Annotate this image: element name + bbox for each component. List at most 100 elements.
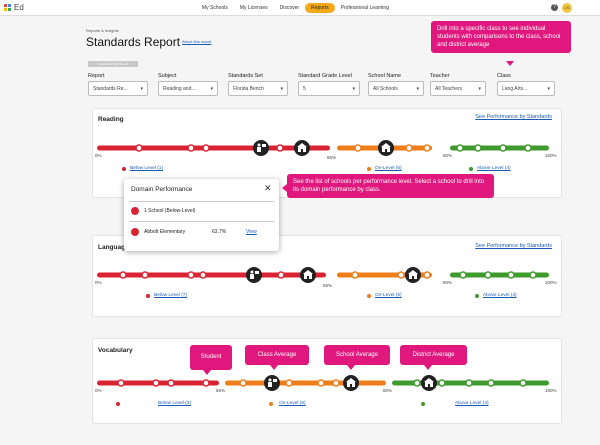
about-report-link[interactable]: About this report xyxy=(182,39,212,44)
student-marker xyxy=(239,379,247,387)
track-segment xyxy=(97,145,330,151)
select-value: Standards Re... xyxy=(93,85,128,92)
see-performance-link[interactable]: See Performance by Standards xyxy=(475,114,552,120)
chevron-down-icon: ▾ xyxy=(416,85,419,92)
teacher-select[interactable]: All Teachers▾ xyxy=(430,81,486,96)
nav-my-licenses[interactable]: My Licenses xyxy=(239,5,268,11)
main-nav: My Schools My Licenses Discover Reports … xyxy=(196,3,395,13)
customize-report-button[interactable]: Customize This Report xyxy=(88,61,138,67)
popup-divider xyxy=(129,201,274,202)
grade-level-select[interactable]: 5▾ xyxy=(298,81,360,96)
below-level-dot-icon xyxy=(131,207,139,215)
above-dot-icon xyxy=(469,166,473,171)
legend-on-level[interactable]: On-Level (5) xyxy=(269,401,306,406)
nav-professional-learning[interactable]: Professional Learning xyxy=(340,5,389,11)
student-marker xyxy=(423,144,431,152)
close-icon[interactable]: ✕ xyxy=(264,183,272,193)
report-select[interactable]: Standards Re...▾ xyxy=(88,81,148,96)
callout-arrow xyxy=(424,365,432,370)
callout-school-average: School Average xyxy=(324,345,390,365)
student-marker xyxy=(413,379,421,387)
help-icon[interactable]: ? xyxy=(551,4,558,11)
select-value: Reading and... xyxy=(163,85,196,92)
student-marker xyxy=(117,379,125,387)
popup-title: Domain Performance xyxy=(131,186,193,193)
see-performance-link[interactable]: See Performance by Standards xyxy=(475,243,552,249)
tick-start: 0% xyxy=(95,153,102,158)
legend-on-level[interactable]: On-Level (5) xyxy=(367,166,402,171)
legend-below-level[interactable]: Below Level (3) xyxy=(116,401,191,406)
class-average-icon xyxy=(253,140,269,156)
student-marker xyxy=(354,144,362,152)
school-average-icon xyxy=(343,375,359,391)
popup-summary-row: 1 School (Below-Level) xyxy=(131,207,195,215)
student-marker xyxy=(524,144,532,152)
select-value: Florida Bench xyxy=(233,85,264,92)
student-marker xyxy=(397,271,405,279)
student-marker xyxy=(351,271,359,279)
select-value: Lang Arts... xyxy=(502,85,528,92)
legend-below-level[interactable]: Below Level (1) xyxy=(122,166,163,171)
legend-label: Below Level (1) xyxy=(130,166,164,171)
student-marker xyxy=(167,379,175,387)
legend-below-level[interactable]: Below Level (7) xyxy=(146,293,187,298)
avatar[interactable]: LS xyxy=(562,3,572,13)
legend-label: On-Level (5) xyxy=(375,293,402,298)
school-average-icon xyxy=(378,140,394,156)
view-link[interactable]: View xyxy=(246,229,257,235)
filter-label: School Name xyxy=(368,73,402,79)
filter-label: Teacher xyxy=(430,73,450,79)
tick-below-on: 65% xyxy=(327,155,337,160)
filter-class: Class Lang Arts...▾ xyxy=(497,73,555,96)
student-marker xyxy=(187,144,195,152)
callout-student: Student xyxy=(190,345,232,370)
filter-grade-level: Standard Grade Level 5▾ xyxy=(298,73,360,96)
tick-start: 0% xyxy=(95,388,102,393)
chevron-down-icon: ▾ xyxy=(478,85,481,92)
callout-arrow xyxy=(506,61,514,66)
standards-set-select[interactable]: Florida Bench ▾ xyxy=(228,81,288,96)
callout-district-average: District Average xyxy=(400,345,467,365)
student-marker xyxy=(152,379,160,387)
student-marker xyxy=(499,144,507,152)
school-average-icon xyxy=(300,267,316,283)
filter-school-name: School Name All Schools▾ xyxy=(368,73,424,96)
student-marker xyxy=(276,144,284,152)
student-marker xyxy=(487,379,495,387)
popup-school-row[interactable]: Abbott Elementary 63.7% View xyxy=(131,228,271,236)
on-dot-icon xyxy=(367,166,371,171)
legend-above-level[interactable]: Above Level (4) xyxy=(475,293,517,298)
student-marker xyxy=(202,379,210,387)
school-name-select[interactable]: All Schools▾ xyxy=(368,81,424,96)
student-marker xyxy=(119,271,127,279)
nav-my-schools[interactable]: My Schools xyxy=(202,5,228,11)
callout-arrow xyxy=(347,365,355,370)
filter-subject: Subject Reading and...▾ xyxy=(158,73,218,96)
student-marker xyxy=(529,271,537,279)
breadcrumb[interactable]: Reports & Insights xyxy=(86,28,119,33)
school-percent: 63.7% xyxy=(212,229,227,235)
student-marker xyxy=(187,271,195,279)
legend-on-level[interactable]: On-Level (5) xyxy=(367,293,402,298)
tick-on-above: 80% xyxy=(443,280,453,285)
logo-grid-icon xyxy=(4,4,11,11)
student-marker xyxy=(199,271,207,279)
class-select[interactable]: Lang Arts...▾ xyxy=(497,81,555,96)
student-marker xyxy=(405,144,413,152)
legend-label: Below Level (3) xyxy=(158,401,192,406)
student-marker xyxy=(317,379,325,387)
chevron-down-icon: ▾ xyxy=(280,85,283,92)
below-dot-icon xyxy=(146,293,150,298)
nav-discover[interactable]: Discover xyxy=(279,5,300,11)
track-segment xyxy=(97,272,326,278)
tick-on-above: 80% xyxy=(443,153,453,158)
nav-reports[interactable]: Reports xyxy=(305,3,335,13)
above-dot-icon xyxy=(421,401,425,406)
chevron-down-icon: ▾ xyxy=(210,85,213,92)
legend-above-level[interactable]: Above Level (4) xyxy=(421,401,489,406)
on-dot-icon xyxy=(367,293,371,298)
subject-select[interactable]: Reading and... ▾ xyxy=(158,81,218,96)
legend-above-level[interactable]: Above Level (4) xyxy=(469,166,511,171)
app-name: Ed xyxy=(14,3,24,12)
app-logo[interactable]: Ed xyxy=(4,3,24,12)
